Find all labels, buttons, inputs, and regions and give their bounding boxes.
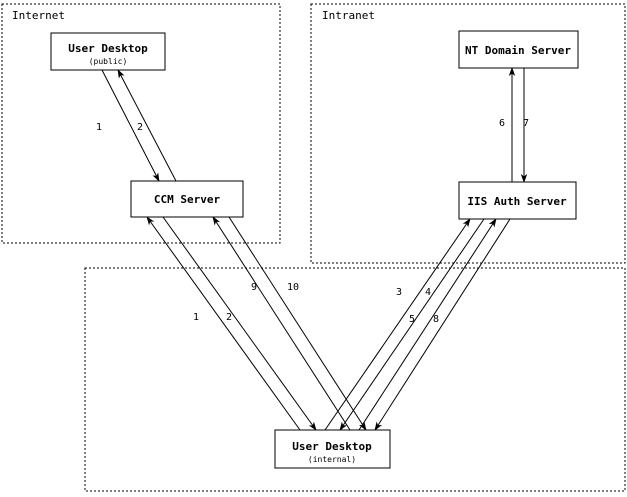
step-label-6: 6	[499, 118, 505, 129]
flow-group-public	[101, 69, 177, 182]
step-label-1-public: 1	[96, 122, 102, 133]
node-user-desktop-internal-subtitle: (internal)	[308, 455, 356, 464]
node-iis-auth-server-box[interactable]	[458, 181, 577, 220]
flow-group-internal-ccm-12	[146, 216, 317, 431]
step-label-2-internal: 2	[226, 312, 232, 323]
flow-line-iis-to-internal-4	[339, 218, 485, 431]
node-user-desktop-internal-box[interactable]	[274, 429, 391, 469]
node-nt-domain-server[interactable]: NT Domain Server	[458, 30, 579, 69]
zone-internal-lan-boundary	[84, 267, 626, 492]
flow-line-internal-to-ccm-1	[146, 216, 301, 431]
flow-line-internal-to-iis-3	[324, 218, 471, 431]
flow-group-internal-iis-34	[324, 218, 485, 431]
flow-line-ccm-to-internal-10	[228, 216, 367, 431]
node-iis-auth-server-title: IIS Auth Server	[467, 195, 567, 208]
node-user-desktop-internal-title: User Desktop	[292, 440, 372, 453]
flow-group-domain	[508, 67, 528, 183]
node-nt-domain-server-title: NT Domain Server	[465, 44, 571, 57]
zone-internet-boundary	[1, 3, 281, 244]
flow-line-ccm-to-internal-2	[162, 216, 317, 431]
flow-group-internal-ccm-910	[212, 216, 367, 431]
step-label-8: 8	[433, 314, 439, 325]
step-label-1-internal: 1	[193, 312, 199, 323]
step-label-group: 1 2 6 7 9 10 1 2 3 4 5 8	[96, 118, 529, 325]
step-label-9: 9	[251, 282, 257, 293]
step-label-7: 7	[523, 118, 529, 129]
node-user-desktop-public-title: User Desktop	[68, 42, 148, 55]
flow-line-internal-to-ccm-9	[212, 216, 351, 431]
node-user-desktop-public-subtitle: (public)	[89, 57, 128, 66]
step-label-10: 10	[287, 282, 299, 293]
flow-line-iis-to-internal-8	[374, 218, 511, 431]
node-ccm-server-title: CCM Server	[154, 193, 221, 206]
node-iis-auth-server[interactable]: IIS Auth Server	[458, 181, 577, 220]
zone-internal-lan	[84, 267, 626, 492]
zone-intranet-label: Intranet	[322, 9, 375, 22]
step-label-3: 3	[396, 287, 402, 298]
step-label-2-public: 2	[137, 122, 143, 133]
node-ccm-server-box[interactable]	[130, 180, 244, 218]
flow-group-internal-iis-58	[358, 218, 511, 431]
node-user-desktop-internal[interactable]: User Desktop (internal)	[274, 429, 391, 469]
zone-internet-label: Internet	[12, 9, 65, 22]
step-label-4: 4	[425, 287, 431, 298]
node-user-desktop-public[interactable]: User Desktop (public)	[50, 32, 166, 71]
node-user-desktop-public-box[interactable]	[50, 32, 166, 71]
flow-line-ccm-to-desktop	[117, 69, 177, 182]
node-ccm-server[interactable]: CCM Server	[130, 180, 244, 218]
flow-line-desktop-to-ccm	[101, 69, 160, 182]
zone-internet: Internet	[1, 3, 281, 244]
node-nt-domain-server-box[interactable]	[458, 30, 579, 69]
flow-line-internal-to-iis-5	[358, 218, 497, 431]
step-label-5: 5	[409, 314, 415, 325]
